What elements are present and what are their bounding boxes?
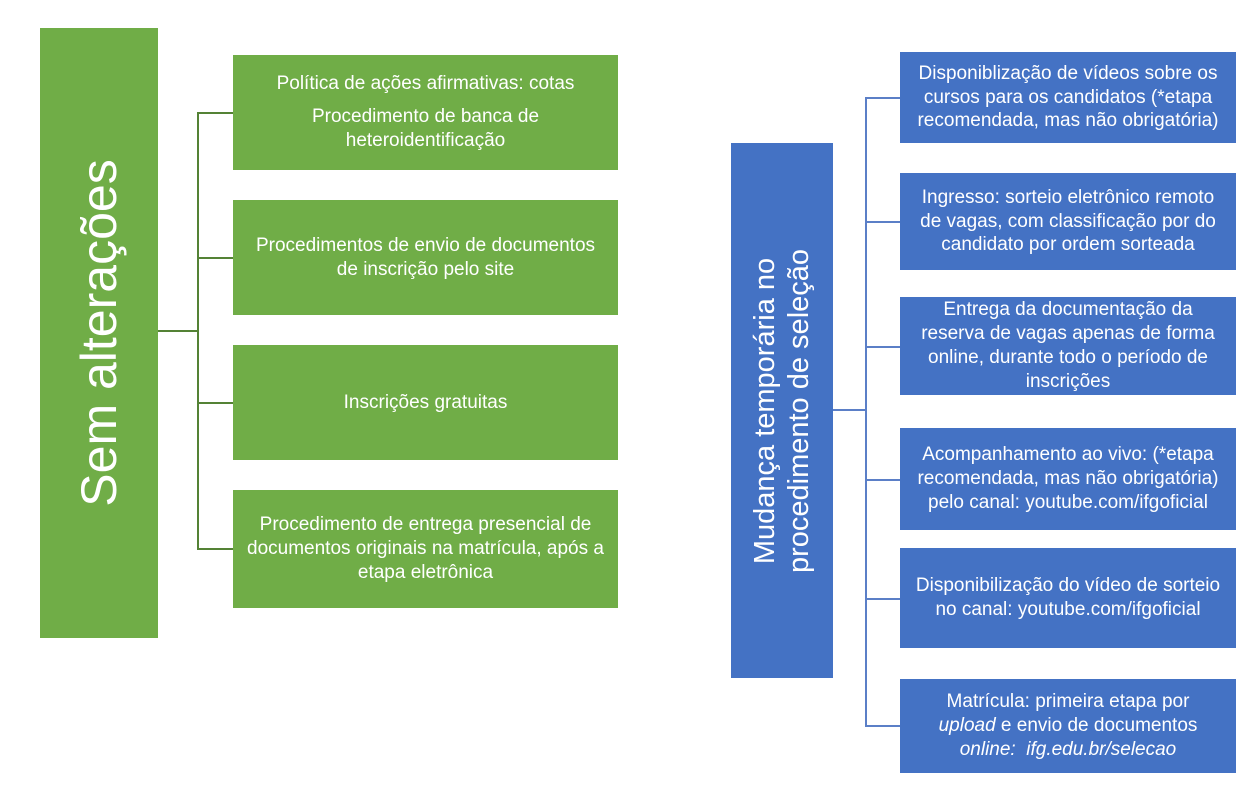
right-box-draw-video: Disponibilização do vídeo de sorteio no … [900,548,1236,648]
right-connector-branch-1 [865,97,900,99]
left-box1-paragraph-1: Política de ações afirmativas: cotas [276,73,575,95]
right-box-course-videos: Disponiblização de vídeos sobre os curso… [900,52,1236,143]
right-box6-line2-rest: e envio de documentos [995,715,1198,737]
left-box3-text: Inscrições gratuitas [343,391,508,413]
left-category-label: Sem alterações [71,159,127,507]
right-box-online-documentation: Entrega da documentação da reserva de va… [900,297,1236,395]
left-category-bar: Sem alterações [40,28,158,638]
right-connector-branch-2 [865,221,900,223]
right-box-enrollment-upload: Matrícula: primeira etapa por upload e e… [900,679,1236,773]
left-connector-branch-4 [197,548,233,550]
left-connector-stub [158,330,198,332]
right-category-label-line1: Mudança temporária no [748,257,781,564]
right-box4-text: Acompanhamento ao vivo: (*etapa recomend… [917,444,1219,513]
right-connector-trunk [865,97,867,727]
left-connector-trunk [197,112,199,550]
right-box6-line2-italic: upload [938,715,996,737]
left-connector-branch-1 [197,112,233,114]
left-box-free-registration: Inscrições gratuitas [233,345,618,460]
right-box2-text: Ingresso: sorteio eletrônico remoto de v… [920,186,1216,256]
left-connector-branch-3 [197,402,233,404]
right-connector-branch-3 [865,346,900,348]
left-box-in-person-delivery: Procedimento de entrega presencial de do… [233,490,618,608]
right-connector-branch-5 [865,598,900,600]
left-box1-paragraph-2: Procedimento de banca de heteroidentific… [311,106,540,151]
right-box-electronic-draw: Ingresso: sorteio eletrônico remoto de v… [900,173,1236,270]
right-box1-text: Disponiblização de vídeos sobre os curso… [917,62,1219,132]
right-category-label-line2: procedimento de seleção [783,248,815,573]
left-box-document-submission: Procedimentos de envio de documentos de … [233,200,618,315]
right-box6-line2: upload e envio de documentos [939,714,1198,738]
right-box6-line1: Matrícula: primeira etapa por [946,691,1190,713]
left-box-affirmative-actions: Política de ações afirmativas: cotas Pro… [233,55,618,170]
right-category-label: Mudança temporária no procedimento de se… [748,248,816,572]
right-connector-branch-4 [865,479,900,481]
right-box6-line3: online: ifg.edu.br/selecao [959,738,1177,760]
right-box3-text: Entrega da documentação da reserva de va… [921,299,1215,392]
right-box5-text: Disponibilização do vídeo de sorteio no … [915,575,1221,620]
right-connector-stub [833,409,866,411]
left-connector-branch-2 [197,257,233,259]
left-box4-text: Procedimento de entrega presencial de do… [247,514,604,583]
left-box2-text: Procedimentos de envio de documentos de … [255,234,596,280]
right-category-bar: Mudança temporária no procedimento de se… [731,143,833,678]
right-box-live-followup: Acompanhamento ao vivo: (*etapa recomend… [900,428,1236,530]
right-connector-branch-6 [865,725,900,727]
